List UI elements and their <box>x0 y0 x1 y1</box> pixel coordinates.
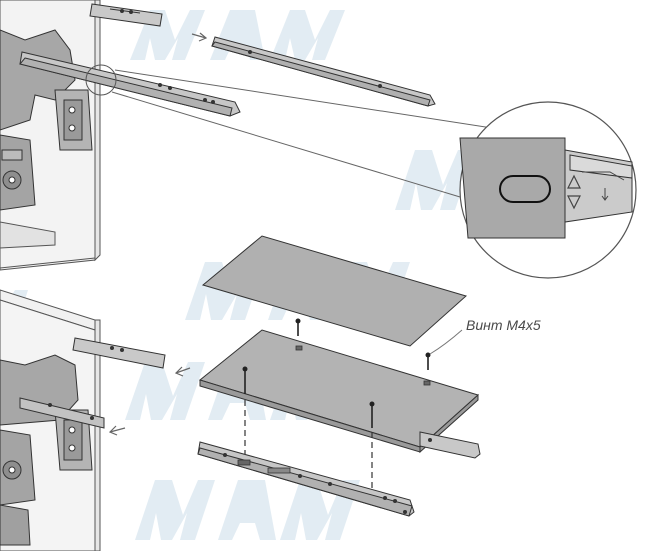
screw <box>242 366 248 394</box>
loose-rail-bottom <box>197 441 415 517</box>
small-down-arrow-icon <box>601 188 609 201</box>
screw-callout-label: Винт М4х5 <box>466 317 541 333</box>
screw <box>425 352 431 370</box>
slide-arrow-down-icon <box>567 195 581 210</box>
slide-arrow-up-icon <box>567 174 581 189</box>
zoom-source-circle <box>85 64 117 96</box>
arrow-left-icon <box>108 425 126 436</box>
shelf-rail-right <box>419 431 481 459</box>
top-cabinet <box>0 0 241 271</box>
lift-mechanism-top <box>0 29 93 211</box>
mounted-rail-bottom-upper <box>72 337 166 369</box>
shelf-top-panel <box>201 235 468 347</box>
zoom-connector-lower <box>111 91 471 201</box>
arrow-right-icon <box>191 32 208 42</box>
mounted-rail-top-lower <box>19 51 241 117</box>
cabinet-side-panel <box>94 0 101 262</box>
callout-leader-line <box>429 329 463 355</box>
zoom-detail <box>459 101 637 279</box>
mounted-rail-bottom-lower <box>19 397 105 429</box>
arrow-left-icon <box>174 366 191 377</box>
cabinet-bottom-shelf <box>0 221 56 249</box>
zoom-connector-upper <box>114 69 506 131</box>
mounted-rail-top-upper <box>89 3 163 27</box>
bottom-cabinet <box>0 289 166 551</box>
shelf-base-panel <box>198 329 479 454</box>
screw <box>295 318 301 336</box>
loose-rail-top <box>211 36 436 107</box>
screw <box>369 401 375 428</box>
zoom-slot-oval <box>499 175 551 203</box>
